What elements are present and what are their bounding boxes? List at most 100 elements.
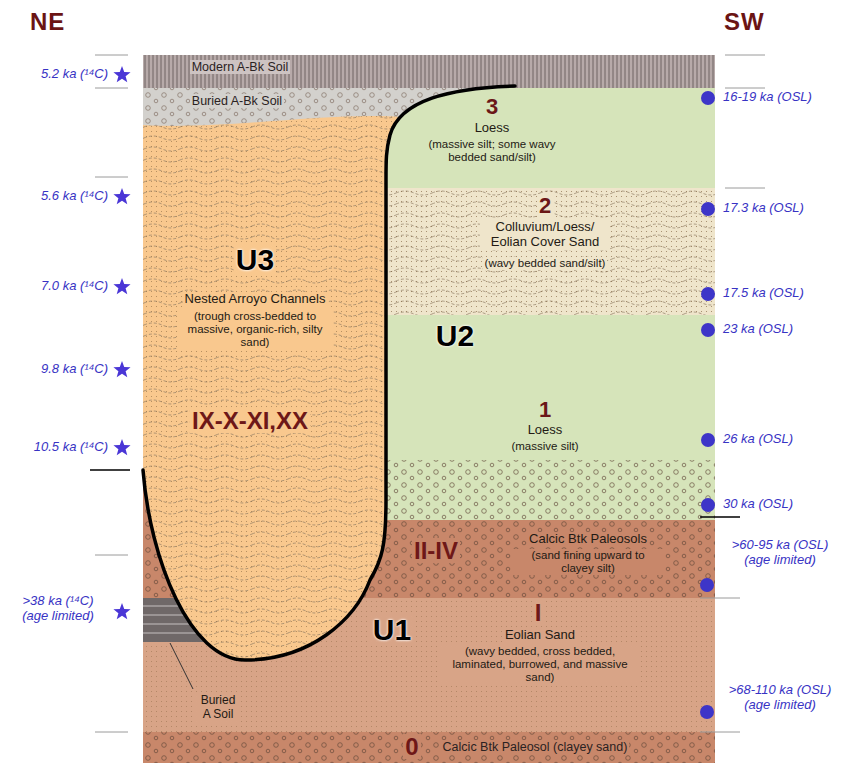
text-slot: U3 [215, 244, 295, 276]
text-slot: >68-110 ka (OSL) (age limited) [721, 683, 839, 713]
osl-dot [701, 91, 715, 105]
tick-line [95, 555, 128, 556]
unit-description: (massive silt; some wavy bedded sand/sil… [407, 138, 577, 164]
unit-label: U3 [234, 244, 276, 276]
text-slot: Loess [432, 121, 552, 136]
text-slot: Colluvium/Loess/ Eolian Cover Sand [480, 220, 610, 250]
text-slot: 2 [515, 194, 575, 217]
text-slot: (massive silt) [470, 440, 620, 453]
tick-line [95, 88, 128, 89]
unit-number: 2 [537, 194, 553, 217]
strat-unit: 0Calcic Btk Paleosol (clayey sand) [143, 732, 715, 763]
direction-label: SW [722, 8, 767, 36]
osl-dot [701, 323, 715, 337]
arroyo-channel: U3Nested Arroyo Channels (trough cross-be… [143, 86, 515, 663]
text-slot: 23 ka (OSL) [721, 322, 839, 337]
tick-line [725, 55, 765, 56]
age-label: 16-19 ka (OSL) [721, 90, 814, 105]
text-slot: 26 ka (OSL) [721, 432, 839, 447]
text-slot: Calcic Btk Paleosol (clayey sand) [425, 740, 645, 754]
age-label: 9.8 ka (¹⁴C) [39, 362, 110, 377]
unit-label: U1 [371, 614, 413, 646]
unit-description: (wavy bedded, cross bedded, laminated, b… [440, 645, 640, 685]
text-slot: 17.3 ka (OSL) [721, 201, 839, 216]
text-slot: NE [28, 8, 128, 36]
roman-numeral: IX-X-XI,XX [190, 408, 310, 433]
text-slot: >38 ka (¹⁴C) (age limited) [6, 594, 110, 624]
text-slot: U1 [352, 614, 432, 646]
tick-line [700, 598, 740, 599]
osl-dot [701, 287, 715, 301]
text-slot: 9.8 ka (¹⁴C) [6, 362, 110, 377]
text-slot: 1 [515, 398, 575, 421]
text-slot: 7.0 ka (¹⁴C) [6, 279, 110, 294]
roman-numeral: II-IV [412, 538, 460, 563]
modern-soil-fill [143, 55, 715, 88]
age-label: 17.3 ka (OSL) [721, 201, 806, 216]
tick-line [725, 88, 765, 89]
callout-label: Buried A Soil [195, 694, 241, 722]
soil-label: Buried A-Bk Soil [190, 94, 284, 108]
age-label: 26 ka (OSL) [721, 432, 795, 447]
text-slot: Calcic Btk Paleosols [498, 532, 678, 547]
unit-name: Eolian Sand [503, 628, 577, 643]
text-slot: 0 [392, 734, 432, 759]
age-label: >60-95 ka (OSL) (age limited) [721, 538, 839, 568]
unit-number: 3 [484, 95, 500, 118]
paleosol-gravel [143, 732, 715, 763]
age-label: >38 ka (¹⁴C) (age limited) [6, 594, 110, 624]
text-slot: Buried A-Bk Soil [137, 94, 337, 108]
unit-description: (massive silt) [509, 440, 580, 453]
strat-unit: II-IV Calcic Btk Paleosols (sand fining up… [143, 520, 715, 598]
text-slot: Loess [485, 423, 605, 438]
text-slot: II-IV [391, 538, 481, 563]
modern-soil-hatch [143, 55, 715, 88]
leader-line [170, 643, 193, 689]
age-label: 10.5 ka (¹⁴C) [32, 440, 110, 455]
tick-line [95, 732, 128, 733]
osl-dot [700, 578, 714, 592]
unit-description: (trough cross-bedded to massive, organic… [178, 310, 333, 350]
unit-name: Colluvium/Loess/ Eolian Cover Sand [480, 220, 610, 250]
osl-dot [700, 705, 714, 719]
unit-group: U1 II-IV Calcic Btk Paleosols (sand fining … [143, 520, 715, 763]
text-slot: Eolian Sand [465, 628, 615, 643]
soil-band: Modern A-Bk Soil [143, 55, 715, 88]
text-slot: 5.2 ka (¹⁴C) [6, 67, 110, 82]
text-slot: 10.5 ka (¹⁴C) [6, 440, 110, 455]
cover-sand-bedding [386, 188, 715, 315]
unit-group: U2 3Loess (massive silt; some wavy bedded … [386, 88, 715, 520]
tick-line [725, 188, 765, 189]
unit-description: (wavy bedded sand/silt) [483, 257, 608, 270]
text-slot: SW [722, 8, 822, 36]
strat-unit: 3Loess (massive silt; some wavy bedded sa… [386, 88, 715, 188]
age-label: 23 ka (OSL) [721, 322, 795, 337]
paleosol-fill [143, 732, 715, 763]
channel-sand [143, 116, 401, 660]
roman-numeral: I [533, 600, 544, 625]
unit-name: Nested Arroyo Channels [183, 292, 328, 307]
text-slot: Modern A-Bk Soil [140, 60, 340, 74]
age-label: 7.0 ka (¹⁴C) [39, 279, 110, 294]
radiocarbon-star [113, 66, 130, 82]
cover-sand-dots [386, 188, 715, 315]
unit-label: U2 [434, 320, 476, 352]
text-slot: IX-X-XI,XX [150, 408, 350, 433]
tick-line [90, 469, 130, 471]
text-slot: U2 [415, 320, 495, 352]
age-label: 5.2 ka (¹⁴C) [39, 67, 110, 82]
unit-number: 1 [537, 398, 553, 421]
channel-bedding [143, 116, 401, 660]
strat-unit: 2Colluvium/Loess/ Eolian Cover Sand (wavy… [386, 188, 715, 315]
text-slot: 3 [462, 95, 522, 118]
text-slot: 17.5 ka (OSL) [721, 286, 839, 301]
radiocarbon-star [113, 188, 130, 204]
radiocarbon-star [113, 278, 130, 294]
unit-description: (sand fining upward to clayey silt) [513, 549, 663, 575]
age-label: 17.5 ka (OSL) [721, 286, 806, 301]
osl-dot [701, 498, 715, 512]
